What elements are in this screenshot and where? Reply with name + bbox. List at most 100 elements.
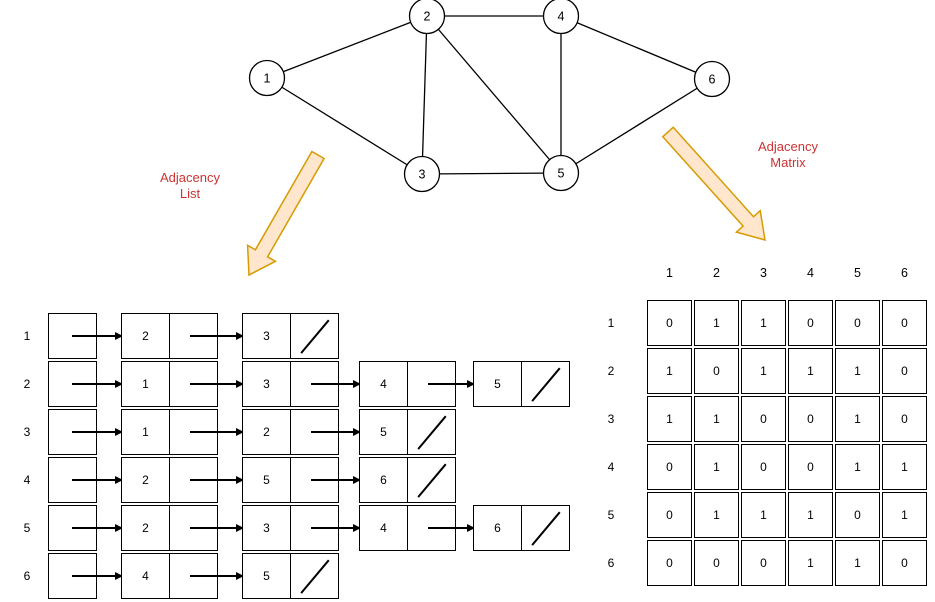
list-node-pointer-null [408,410,455,454]
matrix-cell-6-6: 0 [882,540,927,586]
matrix-cell-5-5: 0 [835,492,880,538]
list-node-value: 4 [360,506,408,550]
matrix-col-header-4: 4 [807,266,814,280]
list-node-value: 5 [243,458,291,502]
matrix-col-header-5: 5 [854,266,861,280]
edge-3-5 [421,172,562,175]
matrix-cell-6-5: 1 [835,540,880,586]
matrix-row-header-4: 4 [607,460,615,474]
matrix-cell-3-5: 1 [835,396,880,442]
pointer-arrow [190,428,244,435]
matrix-cell-6-1: 0 [647,540,692,586]
null-pointer-slash [300,559,330,594]
list-node-value: 3 [243,362,291,406]
node-label: 4 [558,10,565,24]
edge-2-5 [426,15,562,174]
pointer-arrow [72,524,123,531]
graph-node-4: 4 [542,0,580,35]
graph-node-2: 2 [408,0,446,35]
matrix-col-header-3: 3 [760,266,767,280]
list-node-value: 2 [122,314,170,358]
graph-node-5: 5 [542,154,580,192]
list-row-header-1: 1 [23,329,31,343]
matrix-cell-5-6: 1 [882,492,927,538]
pointer-arrow [190,572,244,579]
edge-5-6 [560,78,713,174]
adjacency-matrix-label-line2: Matrix [770,155,806,170]
node-label: 5 [558,167,565,181]
matrix-cell-1-1: 0 [647,300,692,346]
list-node-value: 2 [243,410,291,454]
list-node-value: 5 [474,362,522,406]
node-label: 2 [424,10,431,24]
pointer-arrow [190,380,244,387]
matrix-col-header-6: 6 [901,266,908,280]
matrix-cell-1-4: 0 [788,300,833,346]
matrix-col-header-2: 2 [713,266,720,280]
adjacency-list-callout-arrow [246,150,326,277]
matrix-row-header-2: 2 [607,364,615,378]
matrix-col-headers: 1 2 3 4 5 6 [647,262,927,284]
adjacency-matrix-grid: 0 1 1 0 0 0 1 0 1 1 1 0 1 1 0 0 1 0 0 1 … [647,300,927,586]
list-row-header-2: 2 [23,377,31,391]
pointer-arrow [311,428,361,435]
graph-node-3: 3 [403,155,441,193]
list-node-pointer-null [522,506,569,550]
matrix-cell-3-4: 0 [788,396,833,442]
node-label: 1 [264,72,271,86]
matrix-cell-3-3: 0 [741,396,786,442]
matrix-cell-2-5: 1 [835,348,880,394]
node-circle [248,59,286,97]
edge-1-3 [266,77,423,175]
edge-1-2 [266,15,428,79]
node-circle [408,0,446,35]
list-node-pointer-null [291,554,338,598]
adjacency-list-label: Adjacency List [135,170,245,202]
matrix-cell-4-4: 0 [788,444,833,490]
pointer-arrow [72,380,123,387]
list-node-value: 1 [122,362,170,406]
list-node-value: 5 [360,410,408,454]
pointer-arrow [190,332,244,339]
graph-edges [266,15,713,175]
null-pointer-slash [417,415,447,450]
list-node-pointer-null [522,362,569,406]
edge-2-3 [421,15,428,175]
list-row-header-4: 4 [23,473,31,487]
pointer-arrow [311,476,361,483]
adjacency-matrix-label: Adjacency Matrix [733,139,843,171]
matrix-cell-5-2: 1 [694,492,739,538]
pointer-arrow [428,380,475,387]
list-node-value: 2 [122,506,170,550]
adjacency-matrix-label-line1: Adjacency [758,139,818,154]
list-node-value: 6 [360,458,408,502]
matrix-row-header-6: 6 [607,556,615,570]
matrix-cell-2-6: 0 [882,348,927,394]
matrix-cell-5-4: 1 [788,492,833,538]
matrix-cell-4-5: 1 [835,444,880,490]
null-pointer-slash [417,463,447,498]
matrix-cell-2-1: 1 [647,348,692,394]
matrix-cell-4-6: 1 [882,444,927,490]
matrix-cell-4-1: 0 [647,444,692,490]
graph-node-1: 1 [248,59,286,97]
list-node: 5 [359,409,456,455]
list-node-value: 3 [243,506,291,550]
matrix-col-header-1: 1 [666,266,673,280]
pointer-arrow [72,332,123,339]
list-node-value: 2 [122,458,170,502]
adjacency-list-label-line1: Adjacency [160,170,220,185]
list-node-value: 1 [122,410,170,454]
matrix-cell-1-6: 0 [882,300,927,346]
list-row-header-6: 6 [23,569,31,583]
matrix-cell-3-1: 1 [647,396,692,442]
matrix-row-header-5: 5 [607,508,615,522]
node-circle [693,60,731,98]
matrix-cell-2-4: 1 [788,348,833,394]
matrix-cell-3-2: 1 [694,396,739,442]
null-pointer-slash [300,319,330,354]
matrix-row-header-3: 3 [607,412,615,426]
matrix-cell-2-2: 0 [694,348,739,394]
list-node-value: 5 [243,554,291,598]
